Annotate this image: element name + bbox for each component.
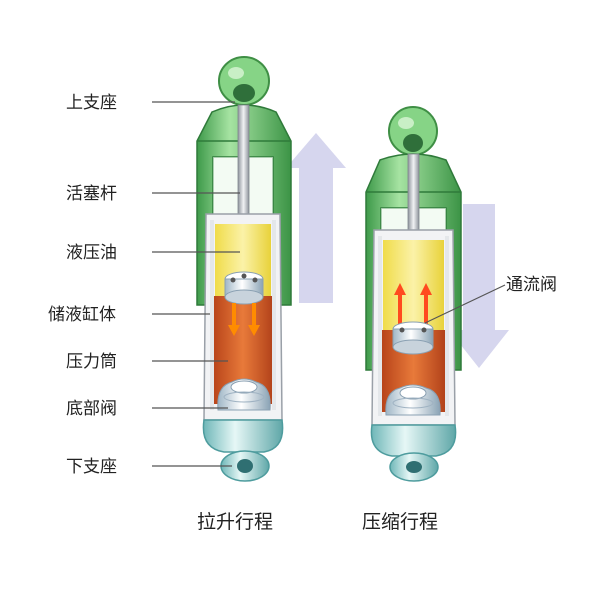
oil-flow-arrow-down — [248, 303, 260, 336]
label-lower-mount: 下支座 — [66, 457, 117, 477]
caption-extension-stroke: 拉升行程 — [197, 511, 273, 533]
lower-base-cap — [370, 424, 457, 457]
lower-base-cap — [202, 419, 284, 453]
label-base-valve: 底部阀 — [66, 399, 117, 419]
oil-flow-arrow-up — [420, 283, 432, 325]
base-valve — [217, 378, 271, 411]
piston — [224, 271, 264, 305]
extension-direction-arrow — [286, 133, 346, 303]
flow-valve-piston — [392, 321, 434, 355]
compression-direction-arrow — [449, 204, 509, 368]
oil-flow-arrow-up — [394, 283, 406, 325]
label-hydraulic-oil: 液压油 — [66, 243, 117, 263]
caption-compression-stroke: 压缩行程 — [362, 511, 438, 533]
label-flow-valve: 通流阀 — [506, 275, 557, 295]
leader-lines — [152, 101, 506, 467]
label-piston-rod: 活塞杆 — [66, 184, 117, 204]
label-pressure-tube: 压力筒 — [66, 352, 117, 372]
label-reservoir-cylinder: 储液缸体 — [48, 304, 116, 325]
base-valve — [385, 384, 441, 416]
right-shock-absorber — [365, 106, 509, 482]
left-shock-absorber — [196, 56, 346, 482]
oil-flow-arrow-down — [228, 303, 240, 336]
label-upper-mount: 上支座 — [66, 93, 117, 113]
hydraulic-oil — [383, 240, 444, 330]
